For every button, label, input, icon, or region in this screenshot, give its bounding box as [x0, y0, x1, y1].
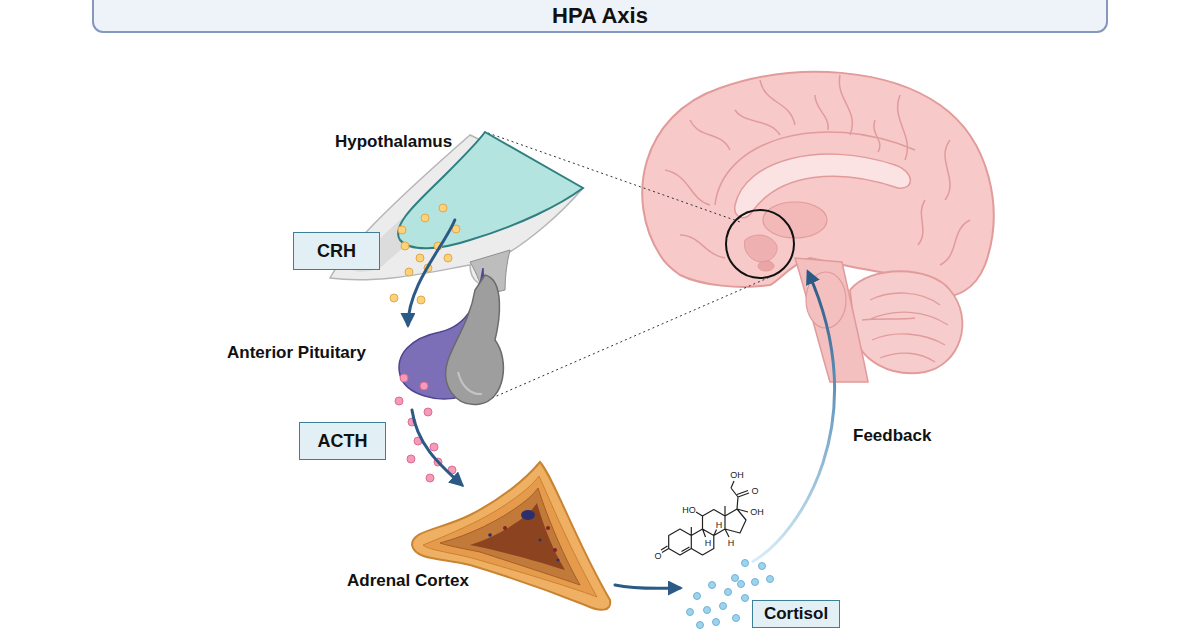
adrenal-node: Adrenal Cortex: [345, 485, 615, 615]
crh-dot: [434, 242, 442, 250]
cortisol-dot: [759, 563, 766, 570]
cortisol-dot: [713, 619, 720, 626]
cortisol-dot: [742, 595, 749, 602]
acth-dot: [424, 408, 432, 416]
vessel-spot: [521, 510, 535, 520]
box-label: CRH: [317, 241, 356, 262]
crh-dot: [398, 226, 406, 234]
acth-dot: [407, 455, 415, 463]
brain: [642, 72, 993, 382]
acth-dot: [414, 437, 422, 445]
adrenal-medulla: [440, 488, 580, 585]
atom-label: O: [654, 552, 661, 561]
hypothalamus-illustration: [330, 132, 583, 295]
title-band: [93, 0, 1107, 32]
cortisol-dot: [709, 582, 716, 589]
hypothalamus-node: Hypothalamus: [330, 128, 590, 220]
acth-dot: [430, 443, 438, 451]
flow-arrow: [412, 410, 462, 485]
box-label: ACTH: [318, 431, 368, 452]
crh-dot: [416, 254, 424, 262]
hormone-box: CRH: [293, 232, 380, 270]
cell-spot: [557, 559, 560, 562]
crh-dot: [417, 296, 425, 304]
crh-dot: [401, 242, 409, 250]
cortisol-dot: [694, 593, 701, 600]
pituitary-illustration: [399, 268, 503, 404]
cell-spot: [553, 548, 557, 552]
cortisol-dot: [767, 576, 774, 583]
organ-label: Anterior Pituitary: [227, 343, 366, 363]
hypothalamus-small: [744, 235, 777, 262]
thalamus: [763, 202, 827, 238]
cell-spot: [488, 533, 492, 537]
brainstem: [795, 258, 868, 382]
crh-dot: [444, 254, 452, 262]
atom-label: H: [728, 539, 735, 548]
cortisol-dot: [687, 609, 694, 616]
pituitary-small: [758, 261, 774, 271]
atom-label: HO: [682, 506, 696, 515]
hormone-box: Cortisol: [752, 600, 840, 628]
crh-dot: [452, 225, 460, 233]
diagram-title: HPA Axis: [93, 3, 1107, 29]
arrow-label: Feedback: [853, 426, 931, 446]
cell-spot: [546, 526, 550, 530]
lobe-highlight: [458, 372, 482, 394]
cortisol-dot: [752, 579, 759, 586]
acth-dot: [408, 418, 416, 426]
cell-spot: [539, 539, 542, 542]
crh-dot: [390, 294, 398, 302]
cerebellum-folia: [862, 293, 948, 362]
organ-label: Hypothalamus: [335, 132, 452, 152]
acth-dot: [434, 458, 442, 466]
adrenal-core: [470, 503, 565, 570]
cortisol-structure: [661, 481, 749, 555]
cortisol-dot: [720, 603, 727, 610]
cortisol-dot: [733, 615, 740, 622]
atom-label: OH: [750, 508, 764, 517]
crh-dot: [439, 204, 447, 212]
cortisol-dot: [738, 581, 745, 588]
crh-dot: [421, 214, 429, 222]
gyri-lines: [665, 75, 970, 265]
crh-dot: [405, 268, 413, 276]
acth-dot: [420, 382, 428, 390]
flow-arrow: [615, 585, 680, 588]
atom-label: OH: [730, 471, 744, 480]
organ-label: Adrenal Cortex: [347, 571, 469, 591]
zoom-circle: [726, 210, 794, 278]
hormone-dots: [390, 204, 774, 629]
cortisol-dot: [697, 622, 704, 629]
atom-label: H: [716, 521, 723, 530]
feedback-arrow: [752, 272, 835, 562]
cortisol-dot: [704, 607, 711, 614]
zoom-leader: [492, 277, 770, 398]
cortisol-node: Cortisol: [680, 470, 845, 630]
cortisol-dot: [725, 589, 732, 596]
pituitary-node: Anterior Pituitary: [225, 325, 510, 410]
cerebellum: [850, 271, 962, 373]
cortisol-dot: [742, 560, 749, 567]
flow-arrow: [408, 220, 455, 325]
posterior-lobe: [446, 275, 504, 404]
crh-dot: [424, 264, 432, 272]
acth-dot: [448, 466, 456, 474]
hormone-box: ACTH: [299, 422, 386, 460]
atom-label: O: [751, 487, 758, 496]
acth-dot: [426, 474, 434, 482]
cell-spot: [503, 526, 507, 530]
acth-dot: [395, 397, 403, 405]
acth-dot: [400, 374, 408, 382]
corpus-callosum: [735, 154, 911, 218]
atom-label: H: [705, 539, 712, 548]
cortisol-dot: [732, 575, 739, 582]
